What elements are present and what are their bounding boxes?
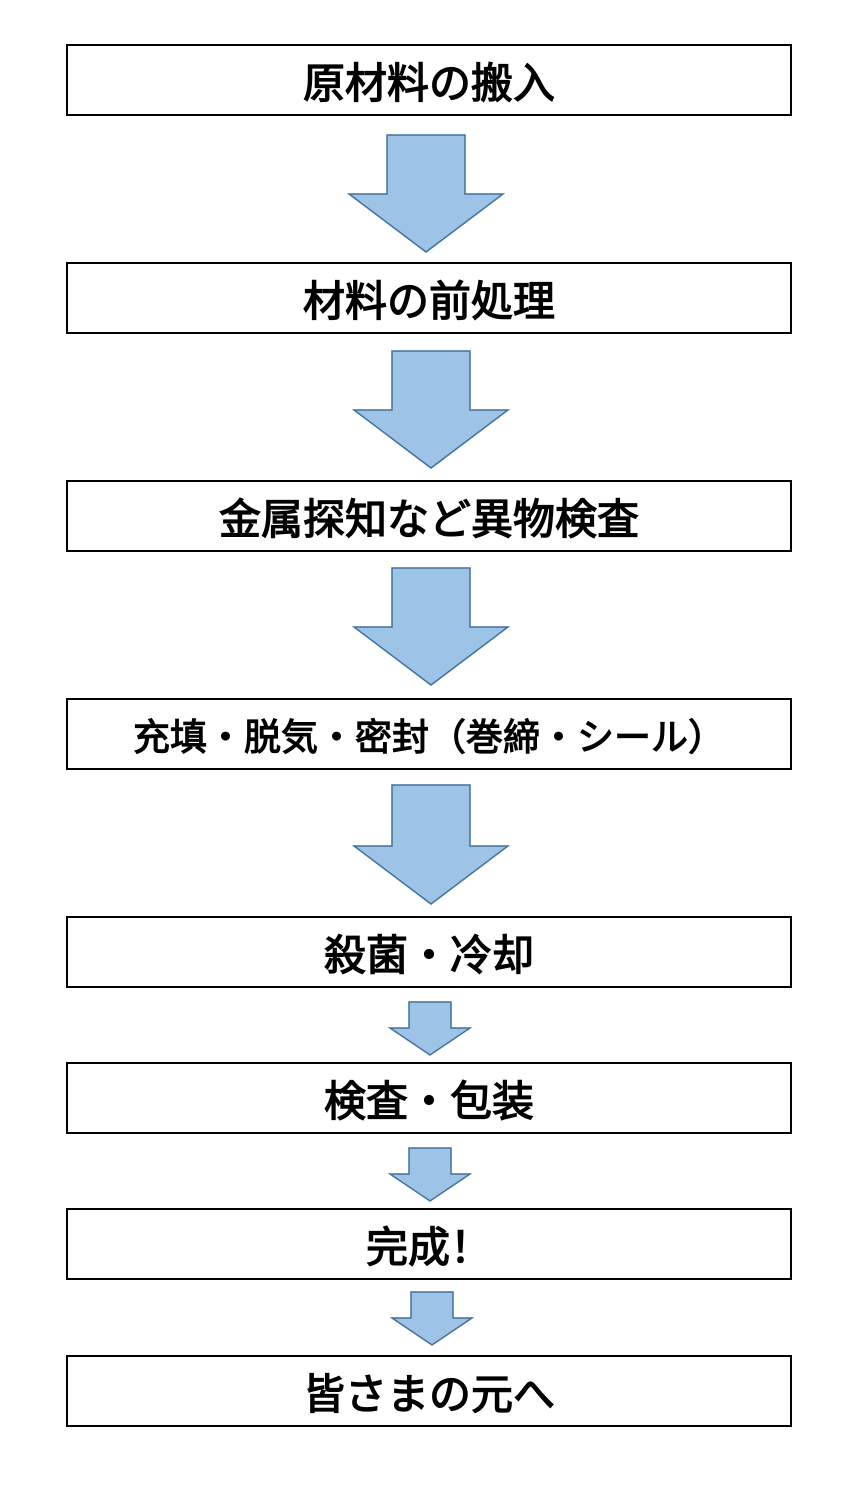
step-filling-sealing: 充填・脱気・密封（巻締・シール）: [66, 698, 792, 770]
down-arrow-icon: [351, 784, 511, 905]
down-arrow-shape: [389, 1291, 475, 1346]
down-arrow-shape: [387, 1001, 473, 1056]
down-arrow-shape: [351, 784, 511, 905]
step-delivery-to-customers: 皆さまの元へ: [66, 1355, 792, 1427]
step-label: 完成！: [365, 1222, 492, 1272]
step-material-pretreatment: 材料の前処理: [66, 262, 792, 334]
step-label: 殺菌・冷却: [323, 930, 534, 980]
down-arrow-icon: [346, 134, 506, 253]
step-complete: 完成！: [66, 1208, 792, 1280]
down-arrow-shape: [387, 1147, 473, 1202]
step-raw-material-delivery: 原材料の搬入: [66, 44, 792, 116]
down-arrow-icon: [387, 1001, 473, 1056]
step-label: 充填・脱気・密封（巻締・シール）: [133, 716, 725, 759]
step-label: 検査・包装: [323, 1076, 534, 1126]
step-sterilization-cooling: 殺菌・冷却: [66, 916, 792, 988]
step-label: 材料の前処理: [302, 276, 555, 326]
step-foreign-matter-inspection: 金属探知など異物検査: [66, 480, 792, 552]
down-arrow-shape: [351, 350, 511, 469]
down-arrow-icon: [351, 567, 511, 686]
step-label: 皆さまの元へ: [302, 1369, 555, 1419]
down-arrow-icon: [387, 1147, 473, 1202]
step-inspection-packaging: 検査・包装: [66, 1062, 792, 1134]
down-arrow-icon: [389, 1291, 475, 1346]
step-label: 原材料の搬入: [302, 58, 555, 108]
step-label: 金属探知など異物検査: [218, 494, 639, 544]
down-arrow-shape: [346, 134, 506, 253]
down-arrow-shape: [351, 567, 511, 686]
down-arrow-icon: [351, 350, 511, 469]
